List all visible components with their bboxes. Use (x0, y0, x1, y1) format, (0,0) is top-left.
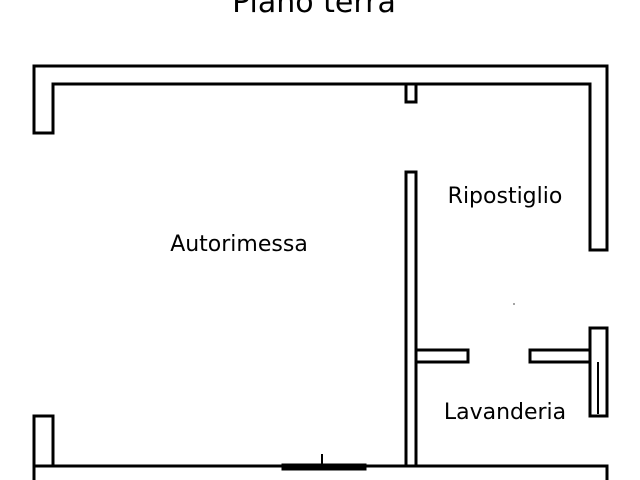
plan-dot (513, 303, 515, 305)
wall-top (32, 64, 609, 252)
wall-partition-vertical (404, 170, 418, 469)
wall-laundry-right (528, 348, 592, 364)
room-label-garage: Autorimessa (170, 232, 308, 257)
wall-left-lower (32, 414, 55, 468)
wall-top-pier (404, 82, 418, 104)
wall-laundry-left (414, 348, 470, 364)
room-label-storage: Ripostiglio (448, 184, 563, 209)
garage-door-threshold (281, 463, 367, 471)
plan-title: Piano terra (232, 0, 396, 20)
room-label-laundry: Lavanderia (444, 400, 566, 425)
